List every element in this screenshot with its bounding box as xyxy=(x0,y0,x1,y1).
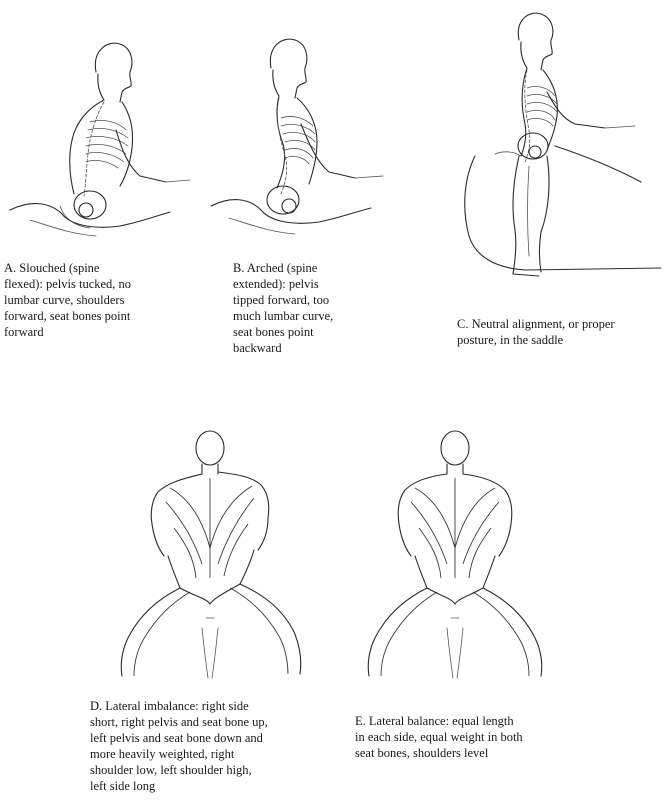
caption-b: B. Arched (spine extended): pelvis tippe… xyxy=(233,260,393,356)
figure-a-slouched-illustration xyxy=(0,30,210,245)
figure-c-neutral-illustration xyxy=(455,6,669,296)
figure-d-lateral-imbalance-illustration xyxy=(110,428,310,680)
figure-e-lateral-balance-illustration xyxy=(355,428,555,680)
caption-e: E. Lateral balance: equal length in each… xyxy=(355,713,585,761)
caption-a: A. Slouched (spine flexed): pelvis tucke… xyxy=(4,260,199,340)
figure-b-arched-illustration xyxy=(205,28,415,243)
caption-d: D. Lateral imbalance: right side short, … xyxy=(90,698,330,794)
caption-c: C. Neutral alignment, or proper posture,… xyxy=(457,316,669,348)
